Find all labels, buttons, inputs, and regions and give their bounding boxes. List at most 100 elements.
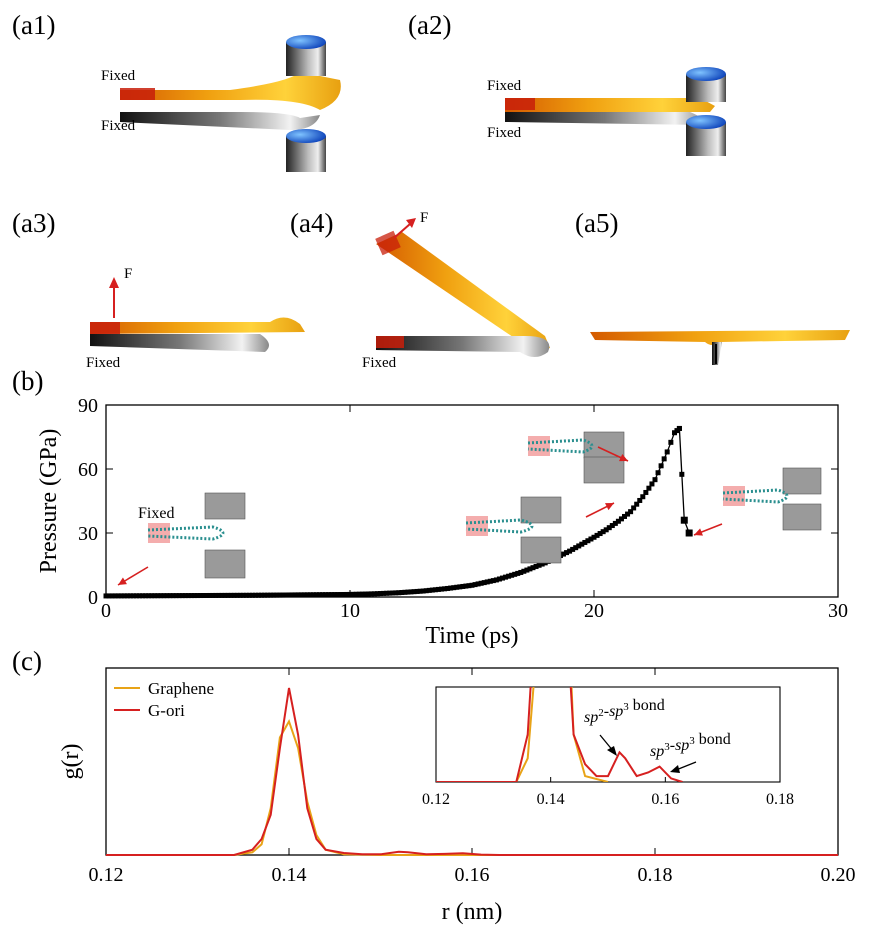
data-point — [408, 589, 414, 595]
inset-frame — [435, 686, 781, 783]
data-point — [237, 592, 243, 598]
y-axis-label: g(r) — [58, 744, 84, 780]
data-point — [246, 592, 252, 598]
data-point — [680, 516, 688, 524]
data-point — [222, 592, 228, 598]
y-tick-label: 30 — [78, 523, 98, 545]
panel-label-a2: (a2) — [408, 10, 452, 40]
plot-frame — [105, 404, 839, 598]
indenter-block — [782, 467, 822, 495]
data-point — [231, 592, 237, 598]
data-point — [432, 587, 438, 593]
data-point — [173, 593, 179, 599]
data-point — [228, 592, 234, 598]
data-point — [420, 588, 426, 594]
indenter-block — [520, 496, 562, 524]
indenter-block — [204, 492, 246, 520]
data-point — [350, 591, 356, 597]
panel-label-a4: (a4) — [290, 208, 334, 238]
data-point — [130, 593, 136, 599]
data-point — [576, 543, 582, 549]
legend-label: Graphene — [148, 679, 214, 698]
data-point — [362, 591, 368, 597]
data-point — [414, 588, 420, 594]
a4-illustration: F Fixed — [362, 210, 550, 371]
data-point — [283, 592, 289, 598]
a1-illustration: Fixed Fixed — [101, 35, 341, 172]
data-point — [646, 485, 652, 491]
x-tick-label: 0.12 — [89, 864, 124, 886]
data-point — [676, 425, 682, 431]
data-point — [301, 592, 307, 598]
data-point — [399, 590, 405, 596]
x-tick-label: 0.16 — [455, 864, 490, 886]
data-point — [274, 592, 280, 598]
a1-fixed-top: Fixed — [101, 68, 136, 84]
inset-rdf-line — [436, 687, 609, 782]
annotation-arrow-head — [607, 746, 617, 756]
data-point — [536, 562, 542, 568]
data-point — [155, 593, 161, 599]
data-point — [637, 497, 643, 503]
data-point — [127, 593, 133, 599]
data-point — [655, 470, 661, 476]
data-point — [463, 583, 469, 589]
data-point — [439, 586, 444, 592]
data-point — [518, 569, 524, 575]
x-axis-label: Time (ps) — [425, 623, 518, 649]
data-point — [597, 531, 603, 537]
y-axis-label: Pressure (GPa) — [36, 429, 62, 574]
data-point — [191, 593, 197, 599]
data-point — [118, 593, 124, 599]
data-point — [368, 591, 374, 597]
data-point — [103, 593, 109, 599]
data-point — [664, 449, 670, 455]
data-point — [411, 589, 417, 595]
data-point — [533, 563, 539, 569]
data-point — [188, 593, 194, 599]
data-point — [210, 592, 216, 598]
data-point — [512, 571, 518, 577]
data-point — [515, 570, 521, 576]
data-point — [323, 592, 329, 598]
data-point — [271, 592, 277, 598]
inset-x-tick-label: 0.16 — [651, 791, 679, 808]
data-point — [567, 548, 573, 554]
data-point — [652, 477, 658, 483]
data-point — [668, 439, 674, 445]
data-point — [124, 593, 130, 599]
data-point — [106, 593, 112, 599]
inset-fixed-label: Fixed — [138, 505, 174, 522]
schematic-illustrations: Fixed Fixed Fixed Fixed F Fixed F Fixed — [86, 35, 850, 371]
molecule-chain — [527, 438, 594, 454]
y-tick-label: 60 — [78, 459, 98, 481]
data-point — [295, 592, 301, 598]
data-point — [161, 593, 167, 599]
data-point — [320, 592, 326, 598]
data-point — [506, 573, 512, 579]
indenter-block — [520, 536, 562, 564]
x-tick-label: 0.20 — [821, 864, 856, 886]
data-point — [582, 539, 588, 545]
y-tick-label: 0 — [88, 587, 98, 609]
data-point — [396, 590, 402, 596]
data-point — [347, 591, 353, 597]
a3-fixed: Fixed — [86, 355, 121, 371]
data-point — [307, 592, 313, 598]
data-point — [530, 565, 536, 571]
data-point — [313, 592, 319, 598]
panel-label-a1: (a1) — [12, 10, 56, 40]
x-tick-label: 0.14 — [272, 864, 307, 886]
data-point — [594, 532, 600, 538]
a2-fixed-bottom: Fixed — [487, 125, 522, 141]
data-point — [137, 593, 143, 599]
data-point — [661, 456, 667, 462]
data-point — [445, 585, 451, 591]
data-point — [490, 578, 496, 584]
data-point — [390, 590, 396, 596]
data-point — [195, 593, 200, 599]
data-point — [280, 592, 286, 598]
inset-x-tick-label: 0.12 — [422, 791, 450, 808]
